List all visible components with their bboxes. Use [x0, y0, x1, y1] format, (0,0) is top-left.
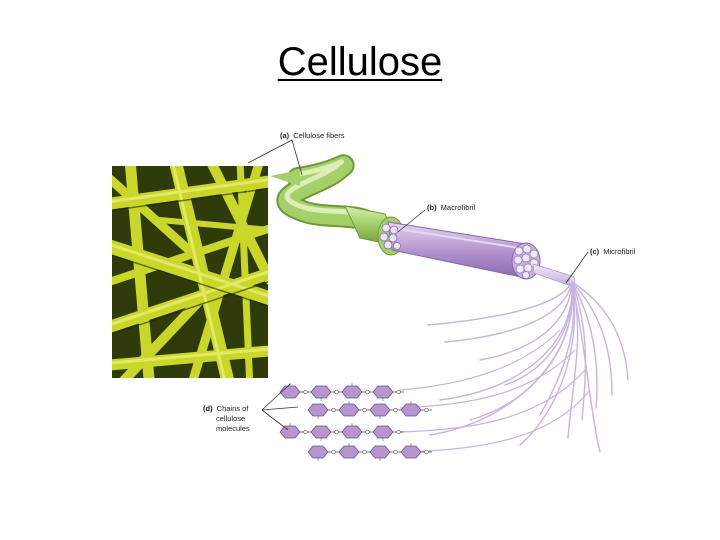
- oxygen-atom: [303, 429, 308, 435]
- glucose-ring: [341, 425, 363, 439]
- oxygen-atom: [334, 429, 339, 435]
- slide-title: Cellulose: [277, 40, 443, 84]
- oxygen-atom: [362, 449, 367, 455]
- glucose-ring: [372, 385, 394, 399]
- glucose-ring: [341, 385, 363, 399]
- oxygen-atom: [393, 449, 398, 455]
- label-d-chains-of-cellulose-molecules: (d) Chains of cellulose molecules: [203, 404, 250, 433]
- glucose-ring: [307, 445, 329, 459]
- oxygen-atom: [396, 429, 401, 435]
- glucose-ring: [279, 425, 301, 439]
- leader-lines: [247, 139, 589, 431]
- glucose-ring: [338, 445, 360, 459]
- oxygen-atom: [331, 449, 336, 455]
- label-b-macrofibril: (b) Macrofibril: [427, 203, 476, 212]
- glucose-ring: [279, 385, 301, 399]
- glucose-ring: [400, 403, 422, 417]
- svg-text:cellulose: cellulose: [216, 414, 245, 423]
- glucose-ring: [369, 403, 391, 417]
- svg-text:(b) Macrofibril: (b) Macrofibril: [427, 203, 476, 212]
- glucose-ring: [338, 403, 360, 417]
- svg-text:(a) Cellulose fibers: (a) Cellulose fibers: [280, 131, 345, 140]
- oxygen-atom: [365, 429, 370, 435]
- cellulose-fibers-micrograph: [112, 166, 268, 378]
- oxygen-atom: [424, 407, 429, 413]
- svg-text:(c) Microfibril: (c) Microfibril: [590, 247, 636, 256]
- microfibril: [532, 263, 576, 287]
- cellulose-chain-strands: [427, 281, 629, 453]
- oxygen-atom: [424, 449, 429, 455]
- oxygen-atom: [393, 407, 398, 413]
- oxygen-atom: [303, 389, 308, 395]
- svg-text:molecules: molecules: [216, 424, 250, 433]
- glucose-ring: [310, 385, 332, 399]
- label-a-cellulose-fibers: (a) Cellulose fibers: [280, 131, 345, 140]
- oxygen-atom: [365, 389, 370, 395]
- glucose-ring: [310, 425, 332, 439]
- glucose-ring: [369, 445, 391, 459]
- glucose-ring: [307, 403, 329, 417]
- cellulose-molecule-chains: [279, 383, 432, 461]
- oxygen-atom: [331, 407, 336, 413]
- label-c-microfibril: (c) Microfibril: [590, 247, 636, 256]
- oxygen-atom: [396, 389, 401, 395]
- oxygen-atom: [334, 389, 339, 395]
- macrofibril: [379, 221, 541, 280]
- svg-text:(d) Chains of: (d) Chains of: [203, 404, 249, 413]
- glucose-ring: [400, 445, 422, 459]
- oxygen-atom: [362, 407, 367, 413]
- chain-connectors: [399, 329, 591, 453]
- glucose-ring: [372, 425, 394, 439]
